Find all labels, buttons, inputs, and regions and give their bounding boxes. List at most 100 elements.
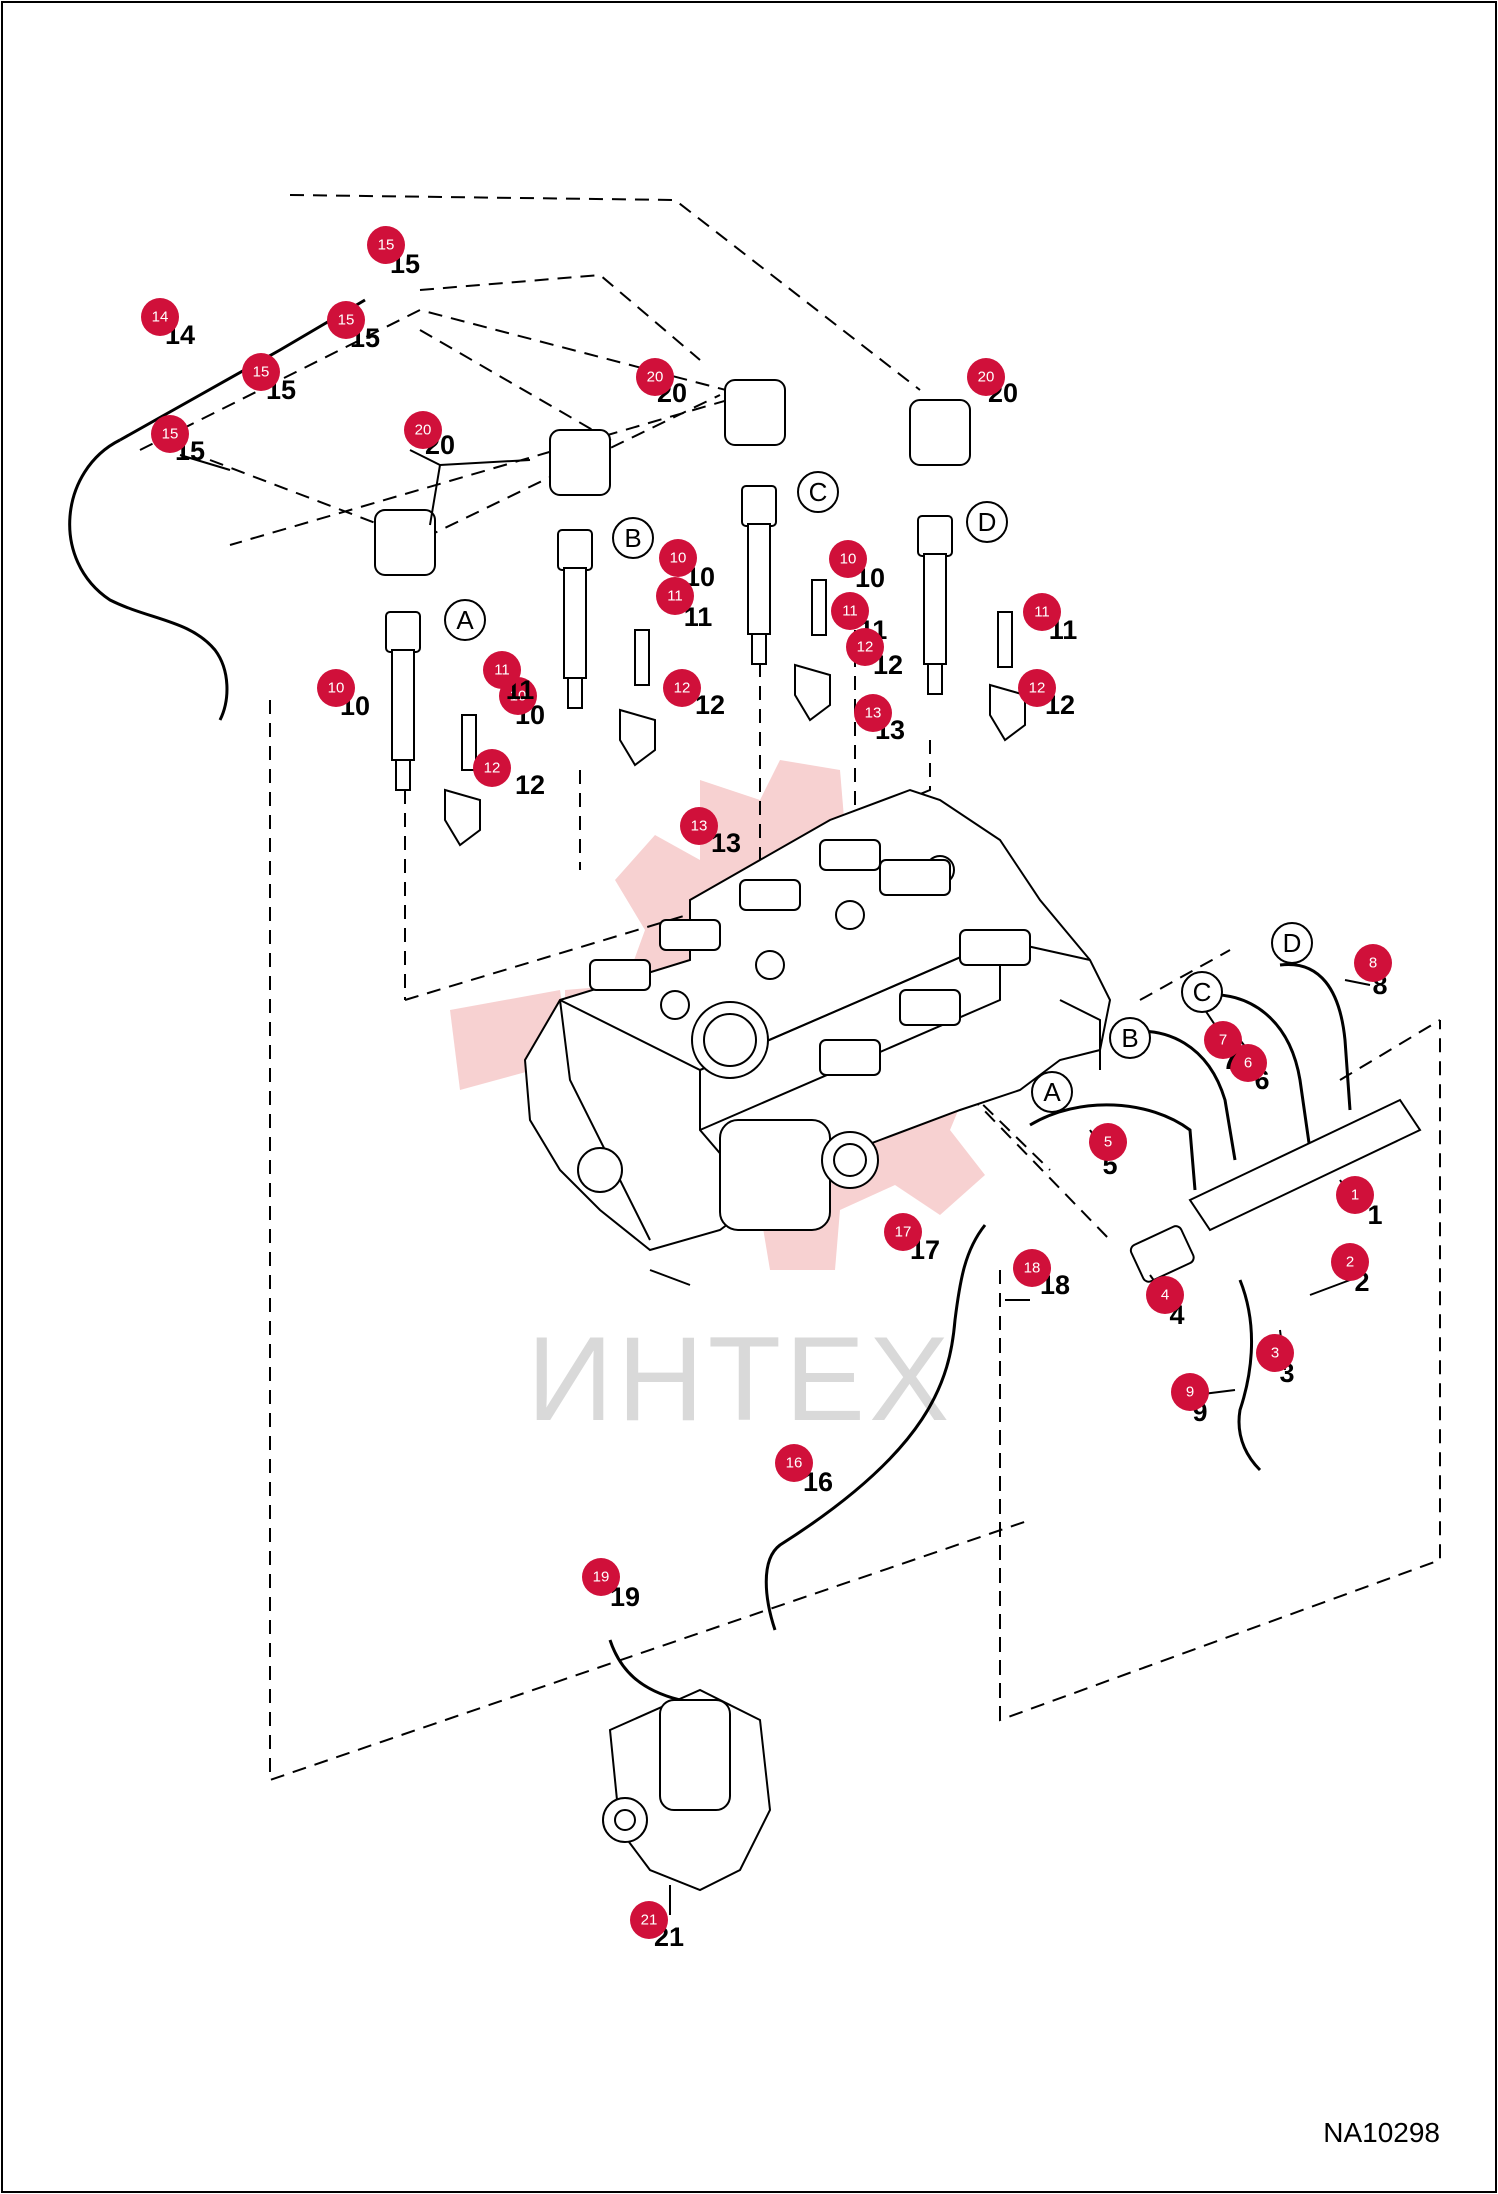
callout-number-plain: 12: [515, 770, 545, 800]
callout-badge: [775, 1444, 813, 1482]
callout-number-plain: 1: [1367, 1200, 1382, 1230]
connection-marker-letter: B: [1121, 1023, 1138, 1053]
connection-markers: A B C D A B C D: [444, 471, 1313, 1113]
connection-marker-letter: C: [1193, 977, 1212, 1007]
connection-marker-letter: A: [456, 605, 474, 635]
callout-number: 19: [593, 1569, 610, 1586]
connection-marker-letter: C: [809, 477, 828, 507]
callout-number: 13: [865, 705, 882, 722]
connection-marker-circle: [1031, 1071, 1073, 1113]
callout-badge: [659, 539, 697, 577]
callout-badge: [663, 669, 701, 707]
callout-badge: [630, 1901, 668, 1939]
callout-badge: [367, 226, 405, 264]
callout-badge: [1256, 1334, 1294, 1372]
fuel-supply-lines: [608, 1224, 1262, 1702]
callout-badge: [404, 411, 442, 449]
callout-badge: [846, 628, 884, 666]
callout-badge: [582, 1558, 620, 1596]
connection-marker-circle: [797, 471, 839, 513]
high-pressure-pump: [602, 1688, 772, 1892]
callout-number: 9: [1186, 1384, 1194, 1401]
callout-badge: [1354, 944, 1392, 982]
callout-number: 11: [842, 603, 858, 620]
callout-badge: [1013, 1249, 1051, 1287]
callout-badge: [1023, 593, 1061, 631]
fuel-return-line: [68, 298, 366, 721]
callout-number: 2: [1346, 1254, 1354, 1271]
callout-badge: [1204, 1021, 1242, 1059]
connection-marker-letter: D: [978, 507, 997, 537]
callout-badge: [1171, 1373, 1209, 1411]
callout-number: 20: [415, 422, 432, 439]
fuel-rail: [1129, 1098, 1422, 1283]
callout-number: 3: [1271, 1345, 1279, 1362]
callout-badge: [483, 651, 521, 689]
connection-marker-circle: [1271, 922, 1313, 964]
callout-number: 15: [378, 237, 395, 254]
callout-number-plain: 12: [695, 690, 725, 720]
callout-badge: [656, 577, 694, 615]
callout-number: 10: [510, 688, 527, 705]
callout-number: 15: [162, 426, 179, 443]
callout-badge: [1336, 1176, 1374, 1214]
callout-number: 17: [895, 1224, 912, 1241]
callout-number: 12: [857, 639, 874, 656]
callout-badge: [473, 749, 511, 787]
callout-number: 15: [253, 364, 270, 381]
callout-number: 18: [1024, 1260, 1041, 1277]
callout-badge: [884, 1213, 922, 1251]
connection-marker-letter: D: [1283, 928, 1302, 958]
callout-number: 10: [328, 680, 345, 697]
callout-number: 16: [786, 1455, 803, 1472]
callout-number: 8: [1369, 955, 1377, 972]
injector-b: [557, 529, 593, 709]
connection-marker-circle: [444, 599, 486, 641]
injector-a: [385, 611, 421, 791]
connection-marker-circle: [1181, 971, 1223, 1013]
callout-labels: 1122334455667788991010101010101010111111…: [141, 226, 1392, 1952]
callout-number: 10: [840, 551, 857, 568]
callout-number: 7: [1219, 1032, 1227, 1049]
callout-number: 20: [978, 369, 995, 386]
callout-badge: [317, 669, 355, 707]
callout-badge: [636, 358, 674, 396]
callout-number: 12: [674, 680, 691, 697]
callout-badge: [1089, 1123, 1127, 1161]
callout-number: 15: [338, 312, 355, 329]
connection-marker-circle: [612, 517, 654, 559]
callout-number: 20: [647, 369, 664, 386]
callout-badge: [1018, 669, 1056, 707]
connection-marker-letter: B: [624, 523, 641, 553]
callout-number: 11: [494, 662, 510, 679]
callout-number: 5: [1104, 1134, 1112, 1151]
callout-badge: [327, 301, 365, 339]
callout-badge: [1229, 1044, 1267, 1082]
callout-badge: [831, 592, 869, 630]
callout-badge: [854, 694, 892, 732]
callout-number: 4: [1161, 1287, 1169, 1304]
callout-number: 21: [641, 1912, 658, 1929]
callout-number: 12: [484, 760, 501, 777]
callout-badge: [151, 415, 189, 453]
callout-badge: [680, 807, 718, 845]
callout-number: 11: [1034, 604, 1050, 621]
callout-badge: [242, 353, 280, 391]
callout-badge: [829, 540, 867, 578]
watermark-text: ИНТЕХ: [527, 1312, 953, 1446]
callout-badge: [1331, 1243, 1369, 1281]
drawing-id: NA10298: [1323, 2117, 1440, 2148]
injector-d: [917, 515, 953, 695]
fuel-injectors: [385, 485, 953, 791]
callout-badge: [141, 298, 179, 336]
callout-number: 12: [1029, 680, 1046, 697]
callout-badge: [967, 358, 1005, 396]
connection-marker-circle: [966, 501, 1008, 543]
callout-number: 13: [691, 818, 708, 835]
callout-number: 1: [1351, 1187, 1359, 1204]
injector-connectors: [374, 379, 971, 576]
injector-c: [741, 485, 777, 665]
connection-marker-letter: A: [1043, 1077, 1061, 1107]
